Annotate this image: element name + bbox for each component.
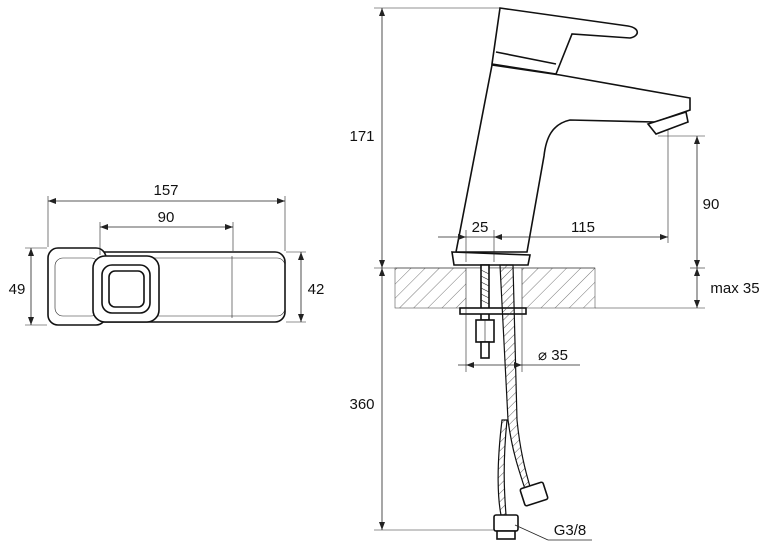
- dim-deck-thickness: max 35: [710, 280, 759, 297]
- side-view: 171 360 90 max 35 25 115 ⌀ 35: [349, 7, 760, 541]
- dim-thread: G3/8: [554, 522, 587, 539]
- faucet-handle: [491, 7, 639, 75]
- dim-handle-width: 49: [9, 281, 26, 298]
- dim-body-width: 42: [308, 281, 325, 298]
- dim-handle-length: 90: [158, 209, 175, 226]
- dim-spout-reach: 115: [571, 219, 595, 236]
- dim-hose-length: 360: [349, 396, 374, 413]
- hose-fitting-bottom: [493, 514, 519, 532]
- hose-fitting-right: [519, 481, 549, 507]
- faucet-body: [455, 64, 691, 253]
- dim-spout-height: 90: [703, 196, 720, 213]
- dim-base-offset: 25: [472, 219, 489, 236]
- dim-faucet-height: 171: [349, 128, 374, 145]
- faucet-base: [451, 251, 531, 266]
- dim-overall-length: 157: [153, 182, 178, 199]
- top-view: 157 90 49 42: [9, 182, 325, 326]
- dim-hole-diameter: ⌀ 35: [538, 347, 568, 364]
